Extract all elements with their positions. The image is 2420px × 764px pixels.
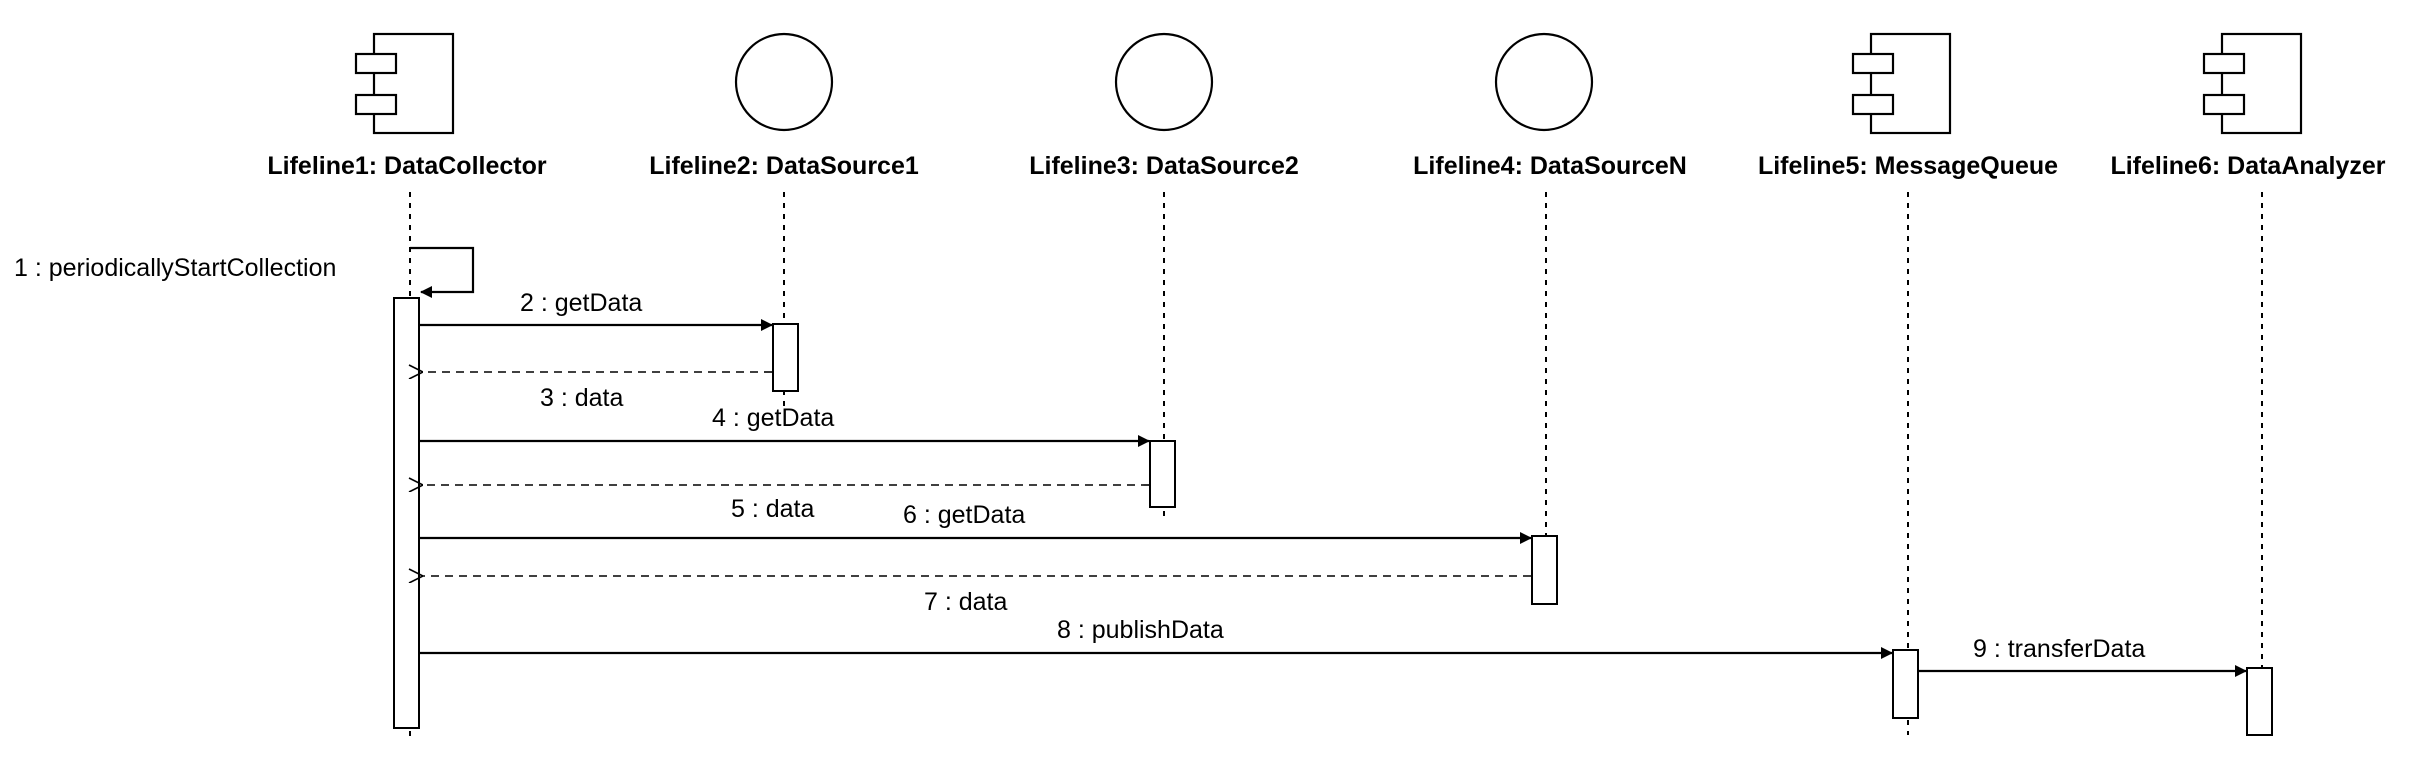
activation-bar bbox=[1892, 649, 1919, 719]
lifeline-title: Lifeline4: DataSourceN bbox=[1413, 152, 1687, 180]
message-4-call: 4 : getData bbox=[419, 404, 1150, 447]
message-label: 6 : getData bbox=[903, 501, 1025, 529]
lifeline-data-source-n: Lifeline4: DataSourceN bbox=[1413, 32, 1687, 610]
message-8-call: 8 : publishData bbox=[419, 616, 1893, 659]
message-label: 5 : data bbox=[731, 495, 814, 523]
activation-bar bbox=[1531, 535, 1558, 605]
activation-bar bbox=[2246, 667, 2273, 736]
lifeline-data-collector: Lifeline1: DataCollector bbox=[267, 32, 547, 740]
component-icon bbox=[2202, 32, 2303, 135]
lifeline-data-source-1: Lifeline2: DataSource1 bbox=[649, 32, 919, 412]
component-icon bbox=[354, 32, 455, 135]
message-9-call: 9 : transferData bbox=[1918, 635, 2247, 677]
entity-circle-icon bbox=[1494, 32, 1594, 132]
message-label: 7 : data bbox=[924, 588, 1007, 616]
lifeline-title: Lifeline6: DataAnalyzer bbox=[2110, 152, 2385, 180]
activation-bar bbox=[772, 323, 799, 392]
message-3-return: 3 : data bbox=[422, 372, 772, 412]
activation-bar bbox=[393, 297, 420, 729]
lifeline-data-source-2: Lifeline3: DataSource2 bbox=[1029, 32, 1299, 518]
message-label: 1 : periodicallyStartCollection bbox=[14, 254, 336, 282]
message-5-return: 5 : data bbox=[422, 485, 1149, 523]
lifeline-title: Lifeline3: DataSource2 bbox=[1029, 152, 1299, 180]
lifeline-title: Lifeline1: DataCollector bbox=[267, 152, 546, 180]
message-label: 4 : getData bbox=[712, 404, 834, 432]
message-6-call: 6 : getData bbox=[419, 501, 1532, 544]
activation-bar bbox=[1149, 440, 1176, 508]
message-7-return: 7 : data bbox=[422, 576, 1531, 616]
message-1-self-call: 1 : periodicallyStartCollection bbox=[14, 246, 475, 298]
message-label: 8 : publishData bbox=[1057, 616, 1224, 644]
entity-circle-icon bbox=[1114, 32, 1214, 132]
entity-circle-icon bbox=[734, 32, 834, 132]
lifeline-data-analyzer: Lifeline6: DataAnalyzer bbox=[2110, 32, 2386, 738]
component-icon bbox=[1851, 32, 1952, 135]
lifeline-title: Lifeline5: MessageQueue bbox=[1758, 152, 2058, 180]
message-2-call: 2 : getData bbox=[419, 289, 773, 331]
message-arrow bbox=[410, 246, 475, 298]
message-label: 3 : data bbox=[540, 384, 623, 412]
message-label: 9 : transferData bbox=[1973, 635, 2145, 663]
message-label: 2 : getData bbox=[520, 289, 642, 317]
lifeline-title: Lifeline2: DataSource1 bbox=[649, 152, 919, 180]
lifeline-message-queue: Lifeline5: MessageQueue bbox=[1758, 32, 2058, 735]
